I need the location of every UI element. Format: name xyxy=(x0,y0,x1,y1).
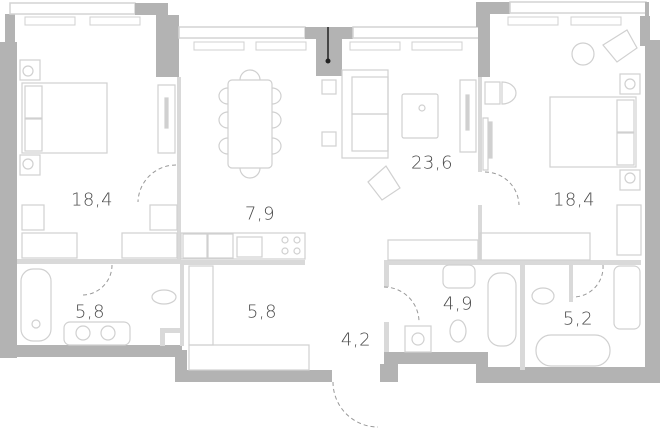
entry-marker-icon xyxy=(325,27,331,64)
side-table-icon xyxy=(571,42,595,66)
room-area-bathroom-center: 4,9 xyxy=(442,293,474,315)
furniture xyxy=(19,29,642,371)
sink-icon xyxy=(63,321,131,346)
room-area-bathroom-left: 5,8 xyxy=(74,301,106,323)
sink-icon xyxy=(442,264,476,289)
armchair-icon xyxy=(602,29,638,63)
bathtub-icon xyxy=(487,272,517,347)
bathtub-icon xyxy=(535,334,611,367)
kitchen-counter-icon xyxy=(180,232,306,260)
washing-machine-icon xyxy=(404,325,432,353)
sink-icon xyxy=(613,265,641,330)
toilet-icon xyxy=(531,287,555,305)
bed-icon xyxy=(549,73,641,191)
room-area-hallway: 4,2 xyxy=(340,329,372,351)
radiators xyxy=(24,16,622,51)
coffee-table-icon xyxy=(401,93,439,139)
armchair-icon xyxy=(367,165,401,201)
bathtub-icon xyxy=(20,268,52,342)
dresser-icon xyxy=(157,84,176,154)
room-area-kitchen: 7,9 xyxy=(244,203,276,225)
sofa-icon xyxy=(321,69,389,159)
doors xyxy=(81,164,604,428)
exterior-walls xyxy=(0,1,660,383)
room-area-wardrobe: 5,8 xyxy=(246,301,278,323)
tv-unit-icon xyxy=(459,79,477,153)
room-area-bedroom-right: 18,4 xyxy=(552,189,596,211)
bed-icon xyxy=(19,59,108,176)
desk-icon xyxy=(484,81,501,105)
toilet-icon xyxy=(151,289,177,305)
toilet-icon xyxy=(449,319,467,343)
room-area-living-room: 23,6 xyxy=(410,152,454,174)
room-area-bedroom-left: 18,4 xyxy=(70,189,114,211)
room-area-bathroom-right: 5,2 xyxy=(562,308,594,330)
dining-table-icon xyxy=(218,69,282,179)
